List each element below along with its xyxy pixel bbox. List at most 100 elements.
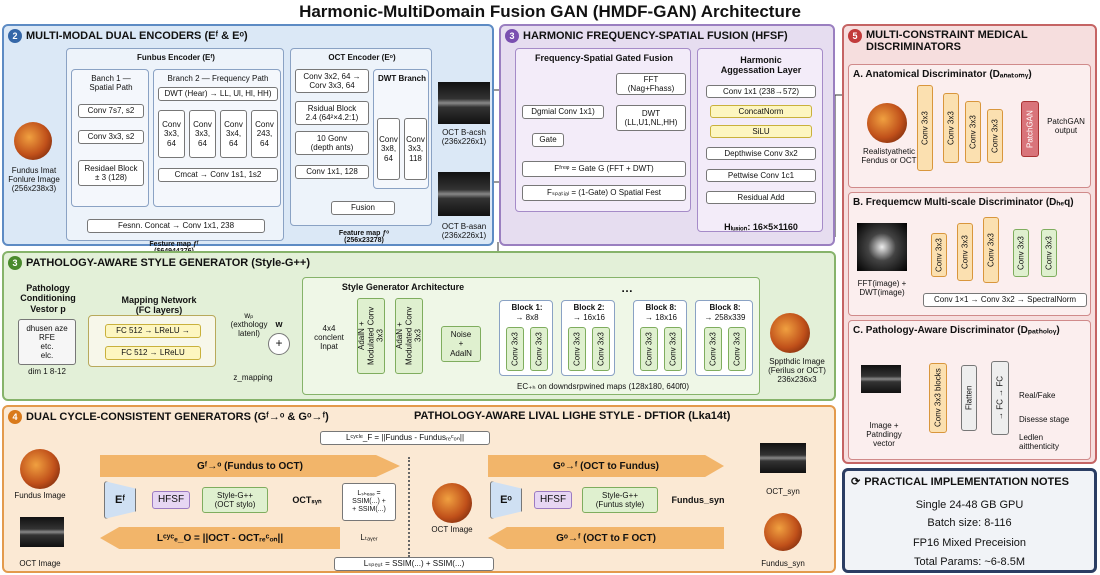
oct-conv1x1: Conv 1x1, 128	[295, 165, 369, 179]
style-gen-title: PATHOLOGY-AWARE STYLE GENERATOR (Style-G…	[26, 257, 310, 269]
pointwise-conv: Pettwise Conv 1c1	[706, 169, 816, 182]
fft-box: FFT (Nag+Fhass)	[616, 73, 686, 95]
conv-layer: Conv 3x3	[943, 93, 959, 163]
conv-layer: Conv 3x3	[957, 223, 973, 281]
zmap-label: z_mapping	[233, 373, 273, 382]
block-conv: Conv 3x3	[704, 327, 722, 371]
branch1-title: Banch 1 — Spatial Path	[89, 74, 133, 93]
fft-spectrum-image	[857, 223, 907, 271]
hfsf-box: HFSF	[534, 491, 572, 509]
gate-box: Gate	[532, 133, 564, 147]
block-conv: Conv 3x3	[664, 327, 682, 371]
mapping-title: Mapping Network (FC layers)	[121, 295, 197, 316]
note-item: FP16 Mixed Preceision	[912, 537, 1027, 549]
conv-layer: Conv 3x3	[917, 85, 933, 171]
encoders-header: 2 MULTI-MODAL DUAL ENCODERS (Eᶠ & Eᵒ)	[8, 29, 248, 43]
fundus-encoder-box: Funbus Encoder (Eᶠ) Banch 1 — Spatial Pa…	[66, 48, 284, 241]
output-real-fake: Real/Fake	[1019, 391, 1056, 400]
lcycle-f: Lᶜʸᶜˡᵉ_F = ||Fundus - Fundusᵣₑᶜₒₙ||	[320, 431, 490, 445]
block-box: Block 8: → 18x16 Conv 3x3 Conv 3x3	[633, 300, 687, 376]
fundus-image	[20, 449, 60, 489]
encoder-eo: Eᵒ	[490, 481, 522, 519]
disc-a-input-label: Realistyathetic Fendus or OCT	[861, 147, 917, 166]
silu-box: SiLU	[710, 125, 812, 138]
oct-syn-image	[760, 443, 806, 473]
aggregation-title: Harmonic Aggessation Layer	[720, 55, 802, 76]
pcv-item: RFE	[39, 332, 55, 342]
oct-fusion: Fusion	[331, 201, 395, 215]
oct-conv10: 10 Gonv (depth ants)	[295, 131, 369, 155]
fc-layer: FC 512 → LReLU	[105, 346, 201, 360]
block-conv: Conv 3x3	[592, 327, 610, 371]
go-oct-arrow: Gᵒ→ᶠ (OCT to F OCT)	[488, 527, 724, 549]
fundus-syn-label: Fundus_syn	[671, 495, 725, 505]
divider	[408, 457, 410, 557]
oct-bscan-image	[438, 172, 490, 216]
depthwise-conv: Depthwise Conv 3x2	[706, 147, 816, 160]
hfsf-panel: 3 HARMONIC FREQUENCY-SPATIAL FUSION (HFS…	[499, 24, 835, 246]
dwt-col: Conv 3x3, 118	[404, 118, 427, 180]
agg-conv: Conv 1x1 (238→572)	[706, 85, 816, 98]
ec-note: EC₊ₕ on downdsrpwined maps (128x180, 640…	[517, 382, 689, 391]
conv-layer: Conv 3x3	[987, 109, 1003, 163]
cycle-header: 4 DUAL CYCLE-CONSISTENT GENERATORS (Gᶠ→ᵒ…	[8, 410, 329, 424]
branch1-residual: Residael Block ± 3 (128)	[78, 160, 144, 186]
noise-adain: Noise + AdalN	[441, 326, 481, 362]
oct-image-2	[432, 483, 472, 523]
mapping-network: FC 512 → LReLU → FC 512 → LReLU	[88, 315, 216, 367]
adain-conv: AdalN + Modulated Conv 3x3	[357, 298, 385, 374]
block-title: Block 1:	[511, 303, 543, 312]
fundus-image-label: Fundus Image	[14, 491, 66, 500]
conv-layer: Conv 3x3	[1013, 229, 1029, 277]
lspeut-box: Lₛₚₑᵤₜ = SSIM(...) + SSIM(...)	[334, 557, 494, 571]
conv-layer: Conv 3x3	[983, 217, 999, 283]
branch1-conv1: Conv 7s7, s2	[78, 104, 144, 118]
block-title: Block 2:	[573, 303, 605, 312]
disc-c-box: C. Pathology-Aware Discriminator (Dₚₐₜₕₒ…	[848, 320, 1091, 460]
disc-b-chain: Conv 1×1 → Conv 3x2 → SpectralNorm	[923, 293, 1087, 307]
style-g-box: Style-G++ (OCT stylo)	[202, 487, 268, 513]
add-node: +	[268, 333, 290, 355]
oct-residual: Rsidual Block 2.4 (64²×4.2:1)	[295, 101, 369, 125]
fundus-input-label: Fundus Imat Fonlure Image (256x238x3)	[8, 166, 60, 194]
hfsf-header: 3 HARMONIC FREQUENCY-SPATIAL FUSION (HFS…	[505, 29, 788, 43]
diagram-title: Harmonic-MultiDomain Fusion GAN (HMDF-GA…	[299, 2, 801, 21]
lcycle-o-arrow: Lᶜʸᶜₑ_O = ||OCT - OCTᵣₑᶜₒₙ||	[100, 527, 340, 549]
block-title: Block 8:	[709, 303, 741, 312]
patchgan-layer: PatchGAN	[1021, 101, 1039, 157]
branch2-box: Branch 2 — Frequency Path DWT (Hear) → L…	[153, 69, 281, 207]
oct-encoder-title: OCT Encoder (Eᵒ)	[328, 53, 396, 62]
block-conv: Conv 3x3	[506, 327, 524, 371]
oct-bscan-label: OCT B-acsh (236x226x1)	[441, 128, 487, 147]
residual-add: Residual Add	[706, 191, 816, 204]
flatten-layer: Flatten	[961, 365, 977, 431]
fundus-syn-image	[764, 513, 802, 551]
disc-b-box: B. Frequemcw Multi-scale Discriminator (…	[848, 192, 1091, 316]
section-number: 4	[8, 410, 22, 424]
oct-bscan-label: OCT B-asan (236x226x1)	[441, 222, 487, 241]
conv-blocks: Conv 3x3 blocks	[929, 363, 947, 433]
fspatial-box: Fₛₚₐₜᵢₐₗ = (1-Gate) O Spatial Fest	[522, 185, 686, 201]
fundus-input-image	[14, 122, 52, 160]
disc-a-box: A. Anatomical Discriminator (Dₐₙₐₜₒₘᵧ) R…	[848, 64, 1091, 188]
note-item: Total Params: ~6-8.5M	[914, 556, 1025, 568]
oct-conv1: Conv 3x2, 64 → Corv 3x3, 64	[295, 69, 369, 93]
block-box: Block 8: → 258x339 Conv 3x3 Conv 3x3	[695, 300, 753, 376]
pcv-vector: dhusen aze RFE etc. elc.	[18, 319, 76, 365]
ltayer-label: Lₜₐᵧₑᵣ	[360, 533, 378, 542]
synthetic-image	[770, 313, 810, 353]
gof-arrow: Gᵒ→ᶠ (OCT to Fundus)	[488, 455, 724, 477]
output-disease-stage: Disesse stage	[1019, 415, 1070, 424]
ellipsis: …	[621, 281, 633, 295]
hfusion-label: Hₗᵤₛᵢₒₙ: 16×5×1160	[724, 222, 798, 232]
disc-c-title: C. Pathology-Aware Discriminator (Dₚₐₜₕₒ…	[853, 325, 1060, 336]
synthetic-label: Sppthdic Image (Ferilus or OCT) 236x236x…	[768, 357, 826, 385]
w-label: w	[275, 319, 283, 329]
conv-col: Conv 3x4, 64	[220, 110, 247, 158]
conv-layer: Conv 3x3	[965, 101, 981, 163]
style-arch-box: Style Generator Architecture 4x4 conclen…	[302, 277, 760, 395]
lshead-box: Lₛₕₑₐₔ = SSIM(...) + + SSIM(...)	[342, 483, 396, 521]
refresh-icon: ⟳	[851, 476, 861, 488]
oct-syn-label: OCTₛᵧₙ	[292, 495, 322, 505]
encoders-title: MULTI-MODAL DUAL ENCODERS (Eᶠ & Eᵒ)	[26, 30, 248, 42]
